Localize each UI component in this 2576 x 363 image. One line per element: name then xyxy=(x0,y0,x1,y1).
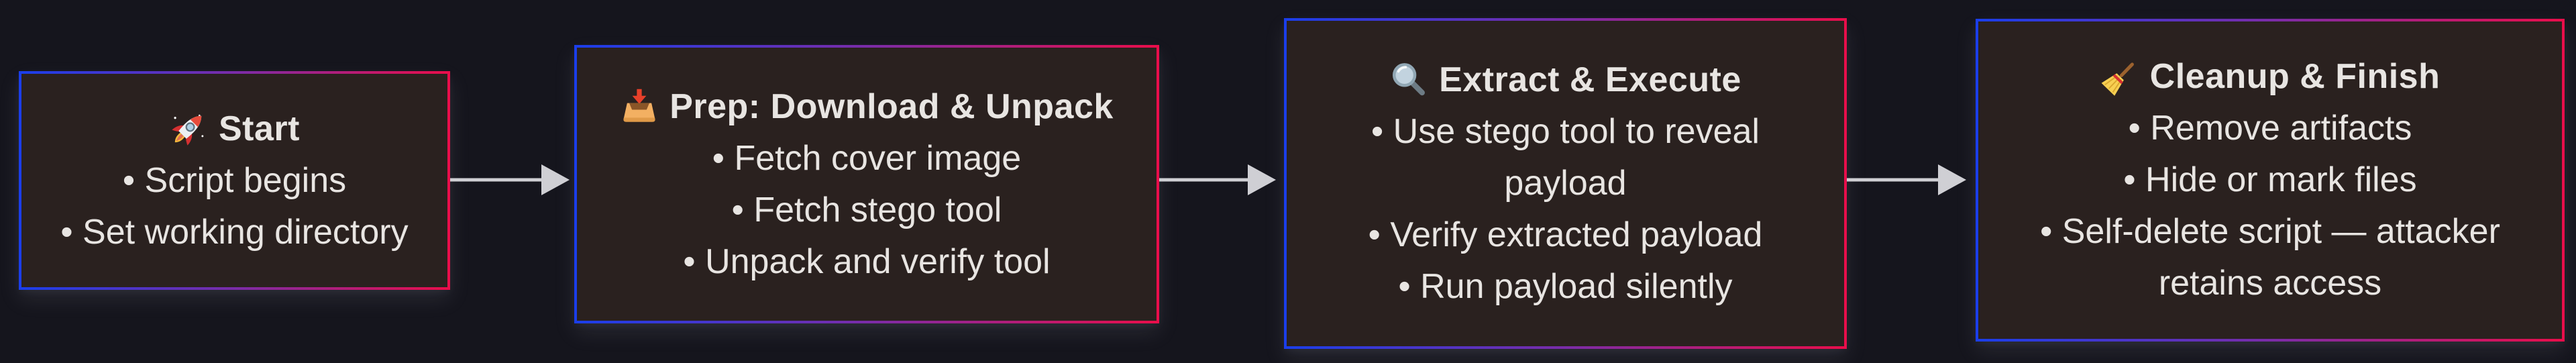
node-title: Start xyxy=(219,109,300,148)
bullet-item: • Unpack and verify tool xyxy=(683,242,1051,281)
flow-arrow xyxy=(450,164,570,195)
flow-arrow xyxy=(1847,164,1966,195)
node-title: Extract & Execute xyxy=(1439,60,1741,99)
broom-icon xyxy=(2101,62,2134,96)
flow-node-start: Start • Script begins • Set working dire… xyxy=(19,71,450,290)
bullet-item: • Hide or mark files xyxy=(2123,160,2417,199)
flow-arrow xyxy=(1159,164,1276,195)
flow-node-extract-execute: Extract & Execute • Use stego tool to re… xyxy=(1284,18,1847,349)
bullet-item: • Run payload silently xyxy=(1398,267,1733,306)
bullet-item: • Script begins xyxy=(122,160,347,200)
node-title: Prep: Download & Unpack xyxy=(669,87,1114,126)
rocket-icon xyxy=(172,114,204,146)
bullet-item: • Use stego tool to reveal payload xyxy=(1371,112,1760,203)
node-title-row: Prep: Download & Unpack xyxy=(620,81,1114,133)
node-title-row: Start xyxy=(169,103,300,155)
bullet-item: • Fetch stego tool xyxy=(731,190,1002,229)
inbox-tray-icon xyxy=(623,89,655,122)
magnifying-glass-icon xyxy=(1393,62,1426,95)
node-title-row: Extract & Execute xyxy=(1389,54,1741,106)
node-title: Cleanup & Finish xyxy=(2149,57,2440,96)
flow-node-cleanup-finish: Cleanup & Finish • Remove artifacts • Hi… xyxy=(1976,19,2565,342)
bullet-item: • Set working directory xyxy=(60,212,409,252)
bullet-item: • Remove artifacts xyxy=(2128,109,2412,148)
bullet-item: • Verify extracted payload xyxy=(1368,215,1763,254)
flow-node-prep: Prep: Download & Unpack • Fetch cover im… xyxy=(574,45,1159,323)
bullet-item: • Self-delete script — attacker retains … xyxy=(2040,212,2500,303)
node-title-row: Cleanup & Finish xyxy=(2100,51,2440,103)
bullet-item: • Fetch cover image xyxy=(712,138,1022,178)
